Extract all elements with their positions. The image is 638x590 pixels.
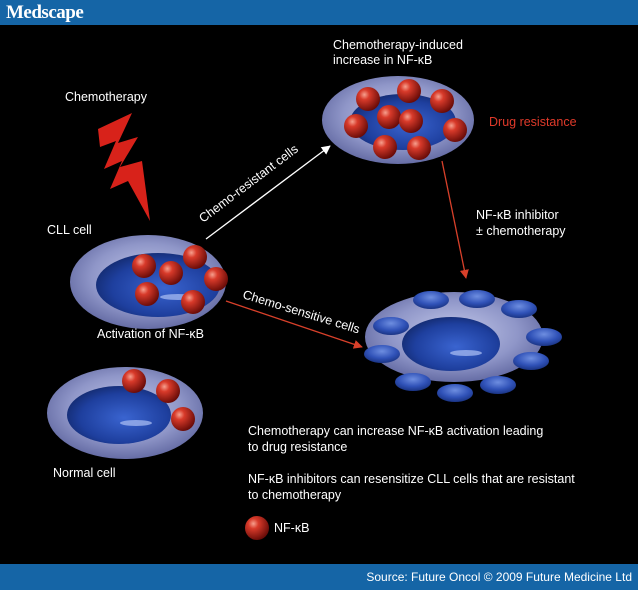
normal-cell xyxy=(47,367,203,459)
inhibitor-label-line1: NF-κB inhibitor xyxy=(476,208,559,222)
note-2-line-1: NF-κB inhibitors can resensitize CLL cel… xyxy=(248,472,575,486)
lightning-bolt-icon xyxy=(98,113,150,221)
inhibitor-label-line2: ± chemotherapy xyxy=(476,224,566,238)
induced-label-line2: increase in NF-κB xyxy=(333,53,432,67)
induced-label-line1: Chemotherapy-induced xyxy=(333,38,463,52)
apoptotic-cell xyxy=(364,290,562,402)
legend-nfkb-icon xyxy=(245,516,269,540)
header-bar: Medscape xyxy=(0,0,638,25)
source-citation: Source: Future Oncol © 2009 Future Medic… xyxy=(366,570,632,584)
chemotherapy-label: Chemotherapy xyxy=(65,90,148,104)
medscape-logo[interactable]: Medscape xyxy=(6,2,84,23)
chemo-sensitive-arrow xyxy=(225,300,363,349)
note-2-line-2: to chemotherapy xyxy=(248,488,342,502)
chemo-resistant-arrow xyxy=(205,145,331,240)
chemo-resistant-label: Chemo-resistant cells xyxy=(196,142,300,226)
nfkb-diagram: Chemotherapy CLL cell Activation of NF-κ… xyxy=(47,38,577,540)
normal-cell-label: Normal cell xyxy=(53,466,116,480)
activation-label: Activation of NF-κB xyxy=(97,327,204,341)
cll-cell-label: CLL cell xyxy=(47,223,92,237)
legend-nfkb-label: NF-κB xyxy=(274,521,309,535)
footer-bar: Source: Future Oncol © 2009 Future Medic… xyxy=(0,564,638,590)
drug-resistant-cell xyxy=(322,76,474,164)
inhibitor-arrow xyxy=(441,160,469,279)
cll-cell xyxy=(70,235,228,329)
drug-resistance-label: Drug resistance xyxy=(489,115,577,129)
note-1-line-1: Chemotherapy can increase NF-κB activati… xyxy=(248,424,543,438)
note-1-line-2: to drug resistance xyxy=(248,440,347,454)
